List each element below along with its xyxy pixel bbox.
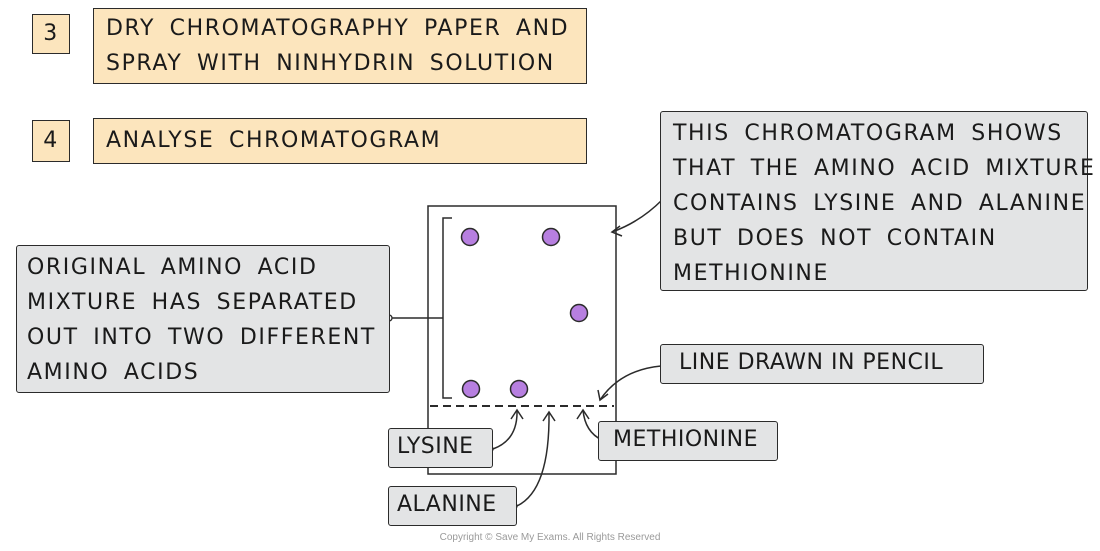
mixture-line-2: MIXTURE HAS SEPARATED (27, 290, 358, 315)
mixture-spot-middle (569, 303, 589, 323)
conclusion-line-3: CONTAINS LYSINE AND ALANINE (673, 191, 1087, 216)
methionine-label: METHIONINE (598, 421, 778, 461)
lysine-arrow (492, 409, 518, 450)
conclusion-line-1: THIS CHROMATOGRAM SHOWS (673, 121, 1063, 146)
mixture-spot-bottom-right (509, 379, 529, 399)
conclusion-line-2: THAT THE AMINO ACID MIXTURE (673, 156, 1096, 181)
mixture-line-3: OUT INTO TWO DIFFERENT (27, 325, 376, 350)
lysine-label: LYSINE (388, 428, 493, 468)
mixture-callout: ORIGINAL AMINO ACID MIXTURE HAS SEPARATE… (16, 245, 390, 393)
conclusion-arrow (611, 199, 663, 233)
step-4-number: 4 (32, 120, 70, 162)
pencil-line-arrow (599, 365, 662, 401)
copyright-notice: Copyright © Save My Exams. All Rights Re… (439, 532, 661, 543)
alanine-arrow (516, 411, 550, 507)
step-3-line-2: SPRAY WITH NINHYDRIN SOLUTION (106, 51, 555, 76)
mixture-bracket (442, 217, 452, 399)
step-3-line-1: DRY CHROMATOGRAPHY PAPER AND (106, 16, 570, 41)
mixture-line-1: ORIGINAL AMINO ACID (27, 255, 318, 280)
conclusion-line-5: METHIONINE (673, 261, 829, 286)
mixture-line-4: AMINO ACIDS (27, 360, 200, 385)
step-4-instruction: ANALYSE CHROMATOGRAM (93, 118, 587, 164)
pencil-line-label: LINE DRAWN IN PENCIL (660, 344, 984, 384)
step-4-line-1: ANALYSE CHROMATOGRAM (106, 128, 442, 153)
step-3-instruction: DRY CHROMATOGRAPHY PAPER AND SPRAY WITH … (93, 8, 587, 84)
mixture-spot-top-left (460, 227, 480, 247)
mixture-spot-bottom-left (461, 379, 481, 399)
conclusion-callout: THIS CHROMATOGRAM SHOWS THAT THE AMINO A… (660, 111, 1096, 291)
conclusion-line-4: BUT DOES NOT CONTAIN (673, 226, 997, 251)
alanine-label: ALANINE (388, 486, 517, 526)
mixture-spot-top-right (541, 227, 561, 247)
step-3-number: 3 (32, 14, 70, 54)
